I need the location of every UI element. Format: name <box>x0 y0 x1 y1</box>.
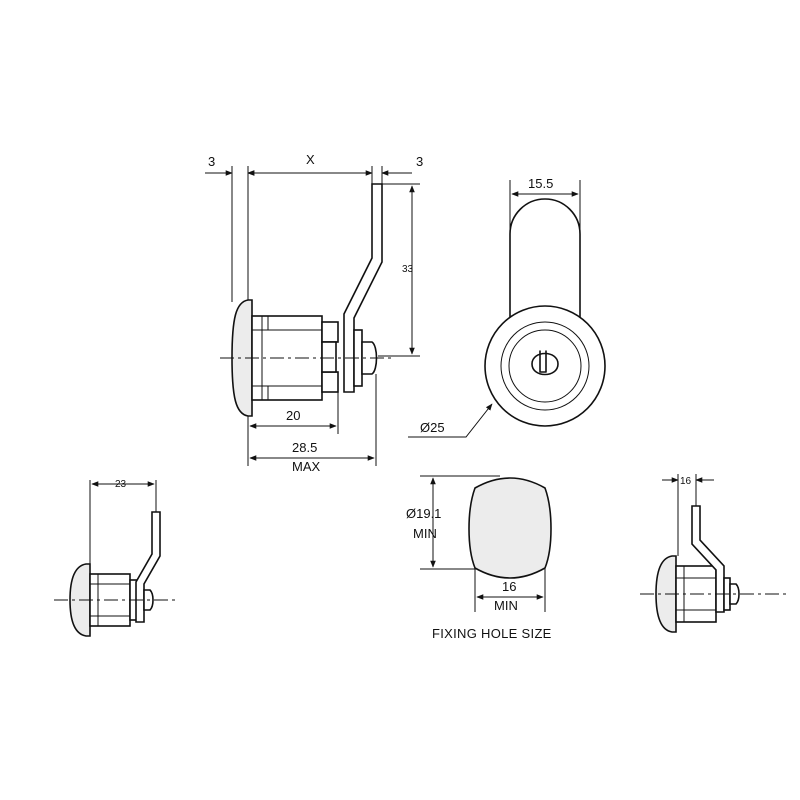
dim-hole-width: 16 <box>502 579 516 594</box>
nut-top <box>321 321 339 343</box>
dim-flange-thickness: 3 <box>208 154 215 169</box>
dim-cam-reach: 33 <box>402 264 414 275</box>
fixing-hole-caption: FIXING HOLE SIZE <box>432 626 552 641</box>
dim-overall-length-note: MAX <box>292 459 321 474</box>
dim-hole-height: Ø19.1 <box>406 506 441 521</box>
cam-outline <box>509 198 581 331</box>
dim-variant-b-offset: 16 <box>680 476 692 487</box>
dim-hole-width-note: MIN <box>494 598 518 613</box>
keyway <box>531 352 559 376</box>
fixing-hole-view: Ø19.1 MIN 16 MIN FIXING HOLE SIZE <box>406 475 552 641</box>
dim-body-length: 20 <box>286 408 300 423</box>
dim-overall-length: 28.5 <box>292 440 317 455</box>
fixing-hole-profile <box>468 477 552 579</box>
dim-cam-thickness: 3 <box>416 154 423 169</box>
dim-hole-height-note: MIN <box>413 526 437 541</box>
face-inner <box>500 321 590 411</box>
face-outer <box>484 305 606 427</box>
dim-cam-width: 15.5 <box>528 176 553 191</box>
variant-a-view: 23 <box>54 479 178 637</box>
variant-b-view: 16 <box>640 474 788 633</box>
flange <box>231 299 253 417</box>
nut-bottom <box>321 371 339 393</box>
dim-variant-a-offset: 23 <box>115 479 127 490</box>
front-view: 15.5 Ø25 <box>408 176 606 438</box>
dim-variable-length: X <box>306 152 315 167</box>
main-side-view: 3 X 3 33 20 28.5 MAX <box>205 152 423 474</box>
dim-face-diameter: Ø25 <box>420 420 445 435</box>
variant-a-cam <box>135 511 161 623</box>
spindle-cap <box>361 341 378 375</box>
variant-b-cam <box>691 505 725 613</box>
